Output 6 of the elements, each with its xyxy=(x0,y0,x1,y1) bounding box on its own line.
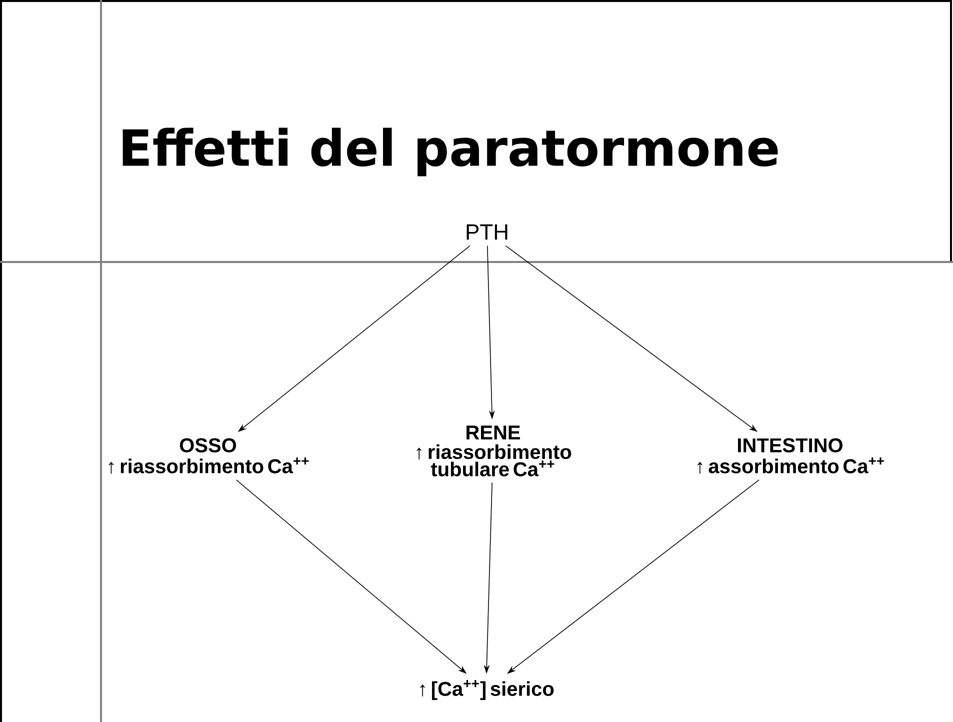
text-label: ↑ [Ca$^{++}$] sierico xyxy=(420,680,554,700)
organ-label: INTESTINO ↑ assorbimento Ca$^{++}$ xyxy=(698,438,884,474)
text-label: PTH xyxy=(466,224,508,240)
organ-label: RENE ↑ riassorbimento tubulare Ca$^{++}$ xyxy=(416,426,572,476)
organ-label: OSSO ↑ riassorbimento Ca$^{++}$ xyxy=(108,438,309,474)
title: Effetti del paratormone xyxy=(122,128,778,176)
